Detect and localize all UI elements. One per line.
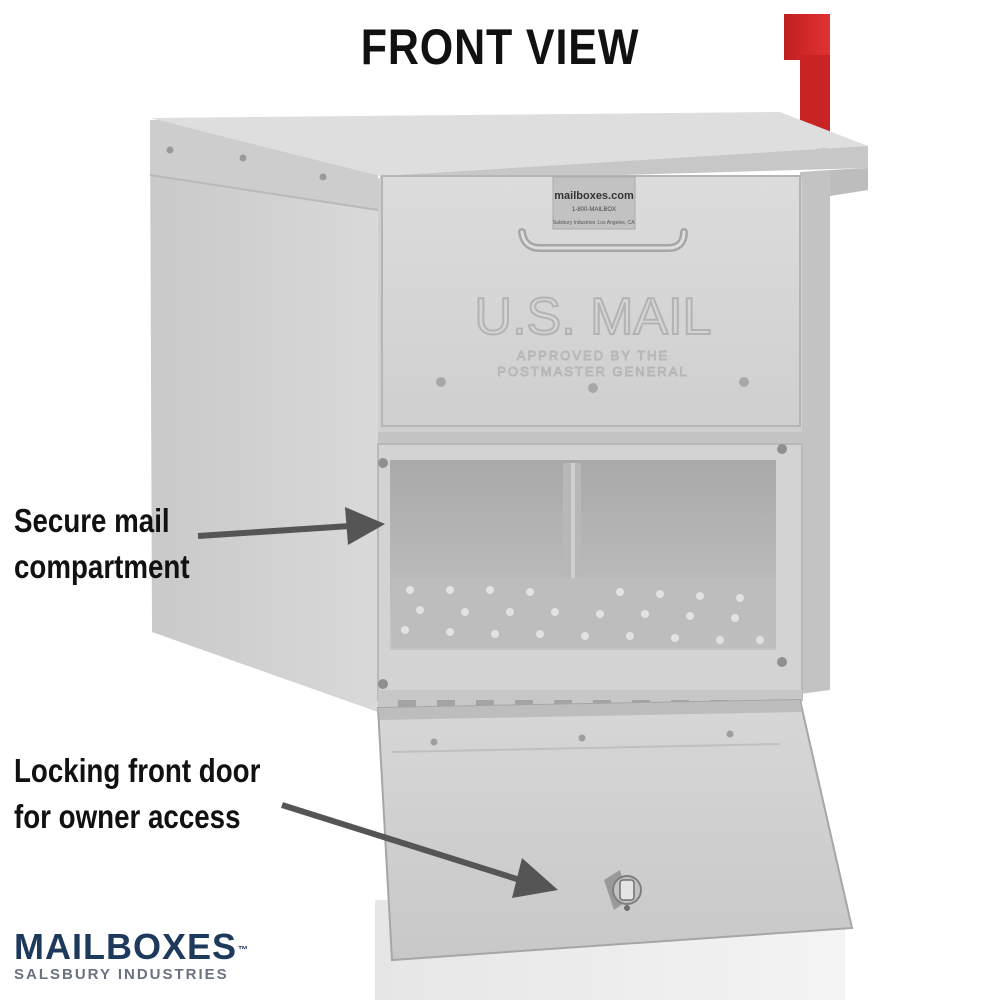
page-title: FRONT VIEW [360, 19, 640, 75]
compartment-floor-dimples [401, 586, 764, 644]
arrow-compartment-icon [197, 507, 385, 545]
embossed-postmaster: POSTMASTER GENERAL [497, 364, 688, 379]
callout-secure-compartment: Secure mail compartment [14, 498, 190, 590]
callout-line: for owner access [14, 798, 241, 835]
callout-line: compartment [14, 548, 190, 585]
embossed-approved: APPROVED BY THE [517, 348, 669, 363]
mailbox-right-frame [800, 168, 868, 694]
mailbox-side-panel [149, 120, 379, 712]
brand-tagline: SALSBURY INDUSTRIES [14, 966, 229, 983]
plate-phone-text: 1-800-MAILBOX [572, 207, 616, 213]
arrow-door-icon [281, 802, 558, 898]
trademark-symbol: ™ [238, 945, 250, 956]
locking-front-door [376, 698, 854, 962]
callout-line: Secure mail [14, 502, 170, 539]
mailbox-lid-top [150, 112, 868, 182]
mail-drop-door: mailboxes.com 1-800-MAILBOX Salsbury Ind… [381, 175, 801, 427]
plate-site-text: mailboxes.com [554, 190, 634, 202]
brand-name: MAILBOXES [14, 926, 238, 967]
plate-city-text: Los Angeles, CA [598, 220, 636, 226]
lock-icon [604, 870, 642, 911]
callout-line: Locking front door [14, 752, 261, 789]
brand-logo: MAILBOXES™ SALSBURY INDUSTRIES [14, 928, 254, 984]
mail-compartment [377, 432, 803, 701]
plate-maker-text: Salsbury Industries [553, 220, 596, 226]
maker-plate [552, 176, 636, 230]
embossed-us-mail: U.S. MAIL [475, 288, 712, 346]
callout-locking-door: Locking front door for owner access [14, 748, 260, 840]
